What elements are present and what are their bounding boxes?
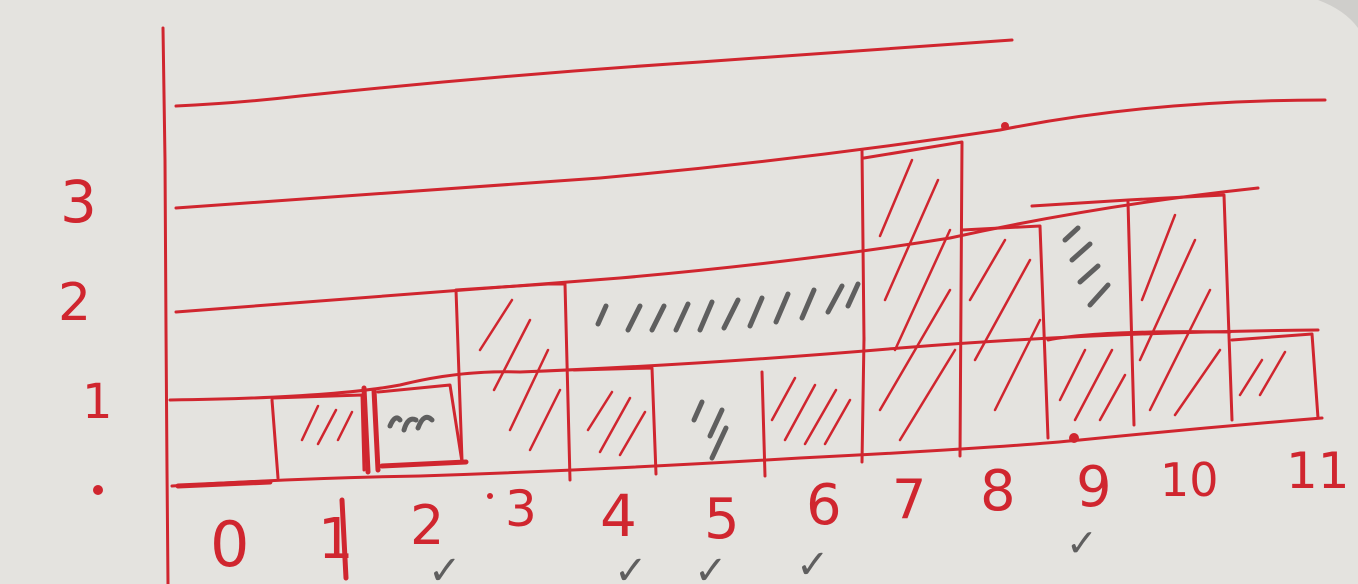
check-marks: ✓ ✓ ✓ ✓ ✓ [428, 521, 1098, 584]
paper-corner [1318, 0, 1358, 28]
guide-line-1 [168, 328, 1320, 402]
x-label-7: 7 [892, 468, 926, 531]
x-label-3: 3 [505, 480, 537, 538]
x-label-9: 9 [1076, 455, 1112, 520]
x-label-6: 6 [806, 473, 842, 538]
baseline-highlight [175, 459, 469, 489]
x-label-8: 8 [980, 459, 1016, 524]
y-axis-line [161, 26, 170, 584]
bar-outline-7 [860, 140, 964, 458]
bar-mid-line [1046, 330, 1232, 342]
red-hatching [300, 158, 1287, 457]
check-mark-4: ✓ [614, 548, 648, 584]
check-mark-6: ✓ [796, 542, 830, 584]
y-label-2: 2 [58, 273, 91, 333]
bar-outline-2 [376, 383, 464, 464]
x-label-2: 2 [410, 494, 444, 557]
tick-marker [339, 497, 349, 581]
bar-outline-3 [454, 282, 572, 482]
origin-dot [93, 485, 103, 495]
check-mark-5: ✓ [694, 548, 728, 584]
baseline-line [170, 416, 1324, 488]
check-mark-2: ✓ [428, 548, 462, 584]
bar-outline-5 [760, 336, 866, 478]
bar-outline-9-10 [1030, 193, 1234, 427]
ink-dot [1001, 122, 1009, 130]
guide-line-3 [174, 98, 1327, 210]
guide-line-2 [174, 186, 1260, 314]
pencil-hatching [387, 225, 1111, 461]
x-label-1: 1 [318, 507, 354, 572]
bar-outline-11 [1230, 332, 1320, 420]
x-label-5: 5 [704, 487, 740, 552]
x-label-0: 0 [210, 508, 249, 581]
x-label-4: 4 [600, 482, 637, 550]
y-axis-labels: 1 2 3 [58, 168, 113, 430]
bar-outline-4 [572, 366, 658, 476]
ink-dot [1069, 433, 1079, 443]
bar-outline-8 [960, 224, 1050, 440]
y-label-1: 1 [82, 374, 113, 430]
guide-line-top [174, 38, 1014, 108]
x-axis-labels: 0 1 2 3 4 5 6 7 8 9 10 11 [210, 442, 1350, 581]
y-label-3: 3 [60, 168, 97, 236]
x-label-10: 10 [1160, 453, 1219, 507]
check-mark-9: ✓ [1066, 521, 1098, 565]
x-label-11: 11 [1286, 442, 1350, 500]
bar-divider [361, 385, 381, 475]
ink-dot [487, 493, 493, 499]
